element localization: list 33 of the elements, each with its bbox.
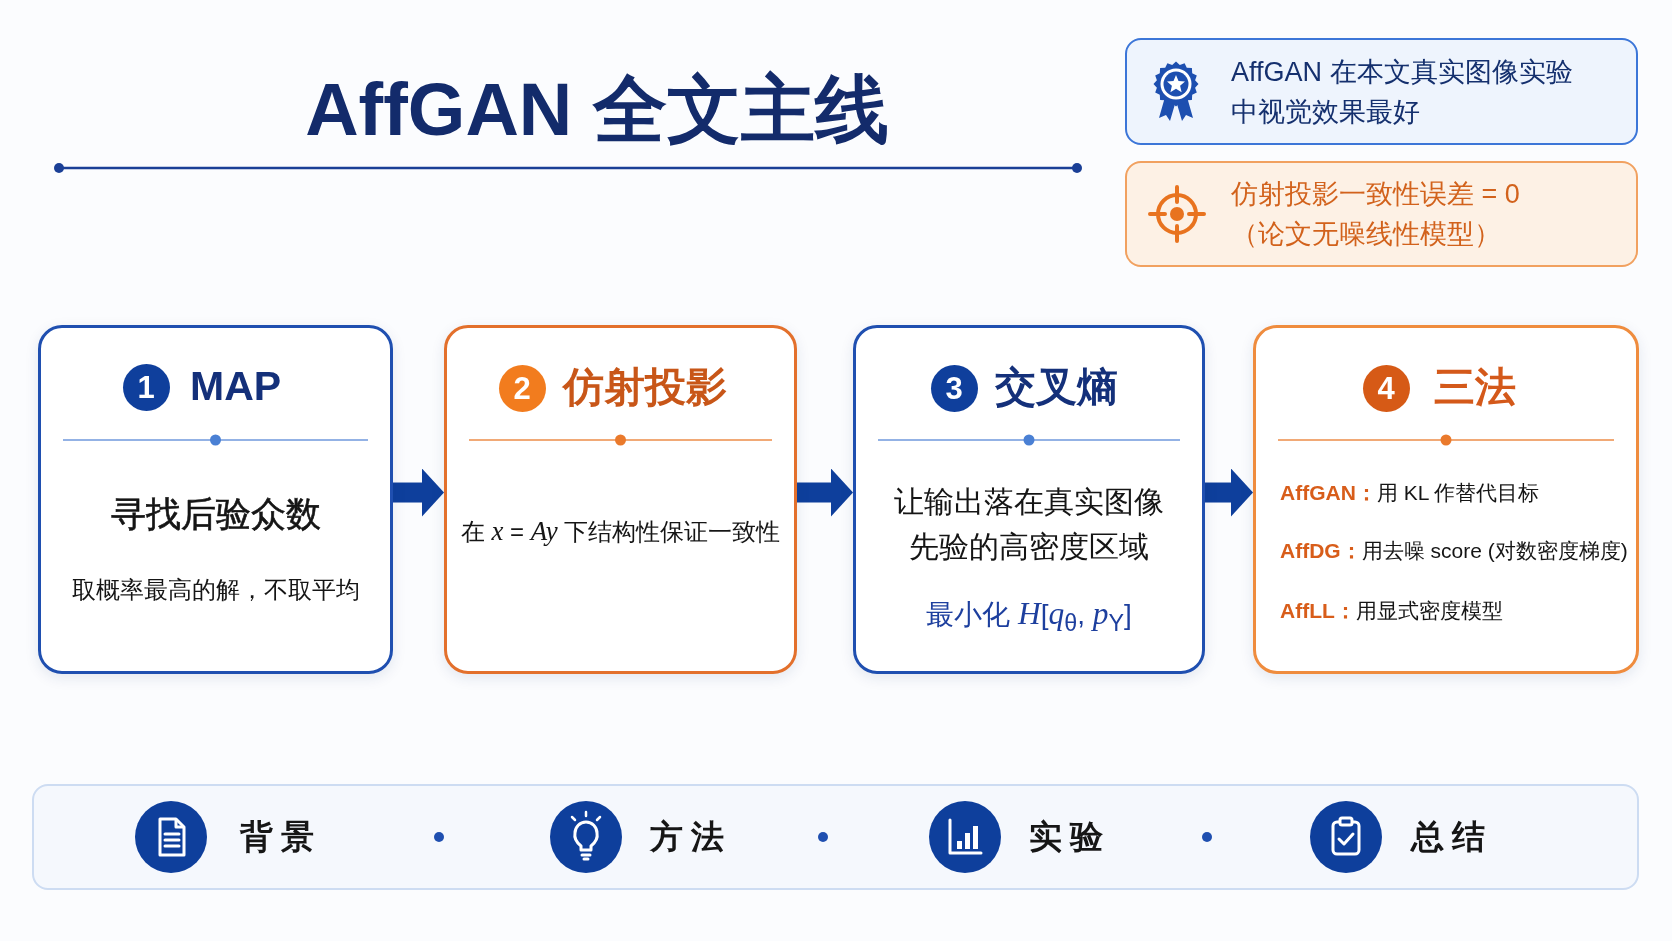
method-item: AffGAN：用 KL 作替代目标 <box>1280 480 1540 507</box>
arrow <box>1205 468 1253 517</box>
arrow <box>797 468 853 517</box>
formula-text: 最小化 H[q$_{θ}$, p$_{Y}$] <box>926 595 1132 638</box>
note-text: AffGAN 在本文真实图像实验中视觉效果最好 <box>1231 55 1574 129</box>
arrow <box>393 468 444 517</box>
method-item: AffLL：用显式密度模型 <box>1280 598 1503 625</box>
step-card <box>1253 325 1639 674</box>
info-box <box>1125 161 1638 267</box>
nav-label: 实验 <box>1029 817 1111 857</box>
card-title: 三法 <box>1434 363 1516 413</box>
number-badge: 3 <box>930 364 978 412</box>
body-text: 取概率最高的解，不取平均 <box>71 575 360 606</box>
step-card <box>444 325 797 674</box>
nav-label: 方法 <box>650 817 732 857</box>
card-title: MAP <box>190 362 282 412</box>
step-card <box>38 325 393 674</box>
number-badge: 2 <box>498 364 546 412</box>
method-item: AffDG：用去噪 score (对数密度梯度) <box>1280 538 1628 565</box>
body-text: 寻找后验众数 <box>110 493 321 536</box>
card-title: 交叉熵 <box>995 363 1118 413</box>
body-text: 让输出落在真实图像先验的高密度区域 <box>893 484 1165 565</box>
title: AffGAN 全文主线 <box>305 67 889 153</box>
card-title: 仿射投影 <box>563 363 727 413</box>
nav-label: 背景 <box>240 817 322 857</box>
nav-bar <box>32 784 1639 890</box>
number-badge: 4 <box>1362 364 1410 412</box>
note-text: 仿射投影一致性误差 = 0（论文无噪线性模型） <box>1231 178 1521 251</box>
info-box <box>1125 38 1638 145</box>
nav-label: 总结 <box>1411 817 1493 857</box>
number-badge: 1 <box>122 363 170 411</box>
body-text: 在 x = Ay 下结构性保证一致性 <box>460 514 781 548</box>
step-card <box>853 325 1205 674</box>
